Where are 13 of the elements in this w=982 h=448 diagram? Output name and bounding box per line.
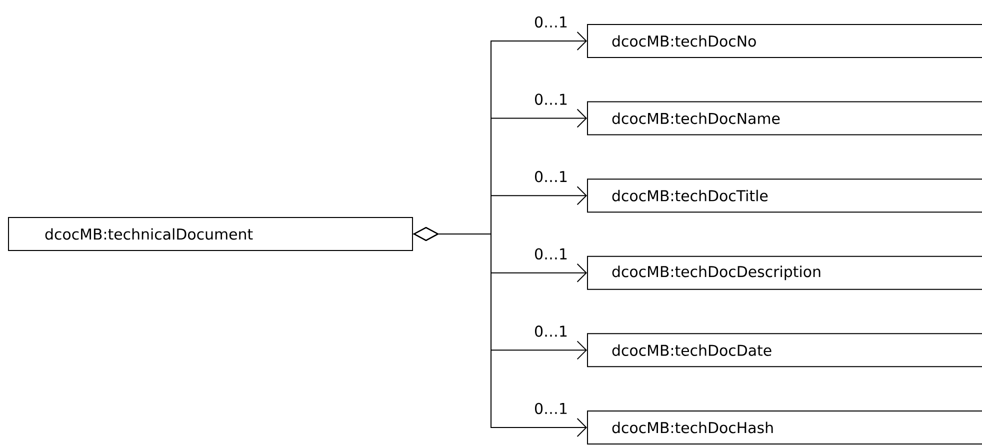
multiplicity-label: 0…1	[535, 16, 567, 28]
class-box: dcocMB:techDocNo	[587, 24, 982, 58]
class-box: dcocMB:techDocHash	[587, 410, 982, 444]
class-box: dcocMB:techDocDescription	[587, 256, 982, 290]
multiplicity-label: 0…1	[535, 326, 567, 337]
multiplicity-label: 0…1	[535, 94, 567, 105]
multiplicity-label: 0…1	[535, 248, 567, 260]
class-box: dcocMB:technicalDocument	[8, 216, 413, 251]
multiplicity-label: 0…1	[535, 402, 567, 414]
class-box: dcocMB:techDocDate	[587, 333, 982, 368]
class-box: dcocMB:techDocTitle	[587, 178, 982, 213]
class-box: dcocMB:techDocName	[587, 101, 982, 136]
multiplicity-label: 0…1	[535, 170, 567, 182]
